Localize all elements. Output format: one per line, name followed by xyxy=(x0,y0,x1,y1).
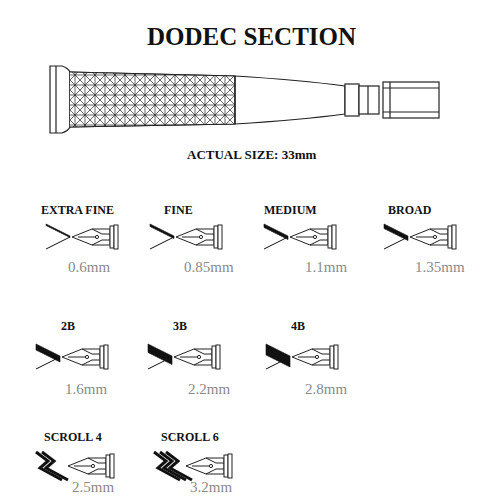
nib-name: MEDIUM xyxy=(264,204,317,216)
nib-icon xyxy=(264,224,336,249)
nib-name: EXTRA FINE xyxy=(41,204,114,216)
line-width: 3.2mm xyxy=(190,480,232,495)
scale-note: ACTUAL SIZE: 33mm xyxy=(187,148,316,161)
nib-name: SCROLL 6 xyxy=(161,431,219,443)
nib-name: 3B xyxy=(173,320,187,332)
nib-icon xyxy=(154,452,232,480)
line-width: 1.1mm xyxy=(305,260,347,275)
line-width: 0.85mm xyxy=(184,260,234,275)
diagram-title: DODEC SECTION xyxy=(147,24,356,49)
nib-name: BROAD xyxy=(388,204,431,216)
nib-name: SCROLL 4 xyxy=(44,431,102,443)
nib-icon xyxy=(36,344,108,369)
nib-name: 4B xyxy=(291,320,305,332)
line-width: 2.2mm xyxy=(188,382,230,397)
nib-icon xyxy=(46,224,118,249)
line-width: 2.8mm xyxy=(305,382,347,397)
nib-icon xyxy=(266,344,338,369)
nib-icon xyxy=(384,224,456,249)
line-width: 2.5mm xyxy=(72,480,114,495)
nib-name: 2B xyxy=(61,320,75,332)
line-width: 1.6mm xyxy=(65,382,107,397)
dodec-section xyxy=(50,66,439,133)
nib-icon xyxy=(36,452,114,480)
line-width: 1.35mm xyxy=(415,260,465,275)
nib-name: FINE xyxy=(164,204,193,216)
nib-icon xyxy=(148,344,220,369)
line-width: 0.6mm xyxy=(68,260,110,275)
nib-icon xyxy=(150,224,222,249)
